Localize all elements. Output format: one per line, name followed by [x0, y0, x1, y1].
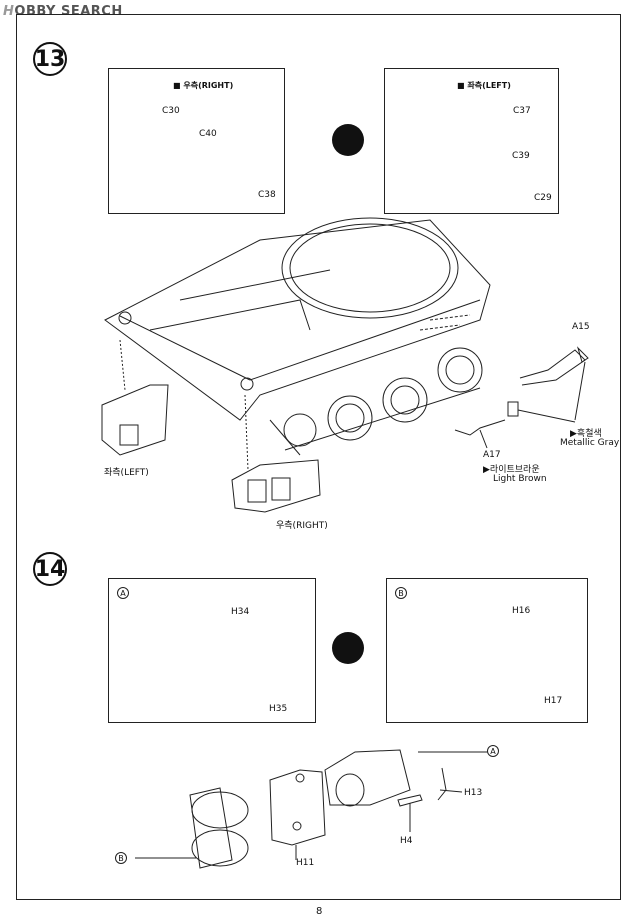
step-14-number: 14 — [33, 552, 67, 586]
part-c30: C30 — [162, 106, 180, 116]
part-c37: C37 — [513, 106, 531, 116]
step14-assembly-drawing — [135, 749, 488, 869]
part-a17: A17 — [483, 450, 501, 460]
step-13-number: 13 — [33, 42, 67, 76]
marker-a: A — [117, 587, 129, 599]
glue-icon-13-bg — [332, 124, 364, 156]
right-fender-box: ■ 우측(RIGHT) C30 C40 C38 — [108, 68, 285, 214]
part-c40: C40 — [199, 129, 217, 139]
right-side-label: 우측(RIGHT) — [276, 521, 328, 531]
a15-a17-parts-drawing — [419, 314, 589, 449]
light-brown-ko: ▶라이트브라운 — [483, 465, 540, 475]
part-h4: H4 — [400, 836, 413, 846]
tank-hull-drawing — [104, 217, 491, 471]
glue-icon-14-bg — [332, 632, 364, 664]
left-fender-box: ■ 좌측(LEFT) C37 C39 C29 — [384, 68, 559, 214]
part-h11: H11 — [296, 858, 315, 868]
assembly-marker-b: B — [115, 852, 127, 864]
light-brown-en: Light Brown — [493, 474, 547, 484]
part-a15: A15 — [572, 322, 590, 332]
left-box-title: ■ 좌측(LEFT) — [457, 81, 511, 90]
part-h13: H13 — [464, 788, 483, 798]
metallic-gray-ko: ▶흑철색 — [570, 429, 602, 439]
metallic-gray-en: Metallic Gray — [560, 438, 620, 448]
part-c39: C39 — [512, 151, 530, 161]
left-side-label: 좌측(LEFT) — [104, 468, 149, 478]
part-h17: H17 — [544, 696, 563, 706]
part-h16: H16 — [512, 606, 531, 616]
assembly-marker-a: A — [487, 745, 499, 757]
page-number: 8 — [316, 906, 323, 917]
marker-b: B — [395, 587, 407, 599]
page-frame — [16, 14, 621, 900]
subassembly-b-box: B H16 H17 — [386, 578, 588, 723]
mounted-fenders-drawing — [101, 384, 321, 513]
part-c29: C29 — [534, 193, 552, 203]
part-h34: H34 — [231, 607, 250, 617]
watermark: HOBBY SEARCH — [3, 4, 123, 19]
part-c38: C38 — [258, 190, 276, 200]
part-h35: H35 — [269, 704, 288, 714]
right-box-title: ■ 우측(RIGHT) — [173, 81, 234, 90]
subassembly-a-box: A H34 H35 — [108, 578, 316, 723]
